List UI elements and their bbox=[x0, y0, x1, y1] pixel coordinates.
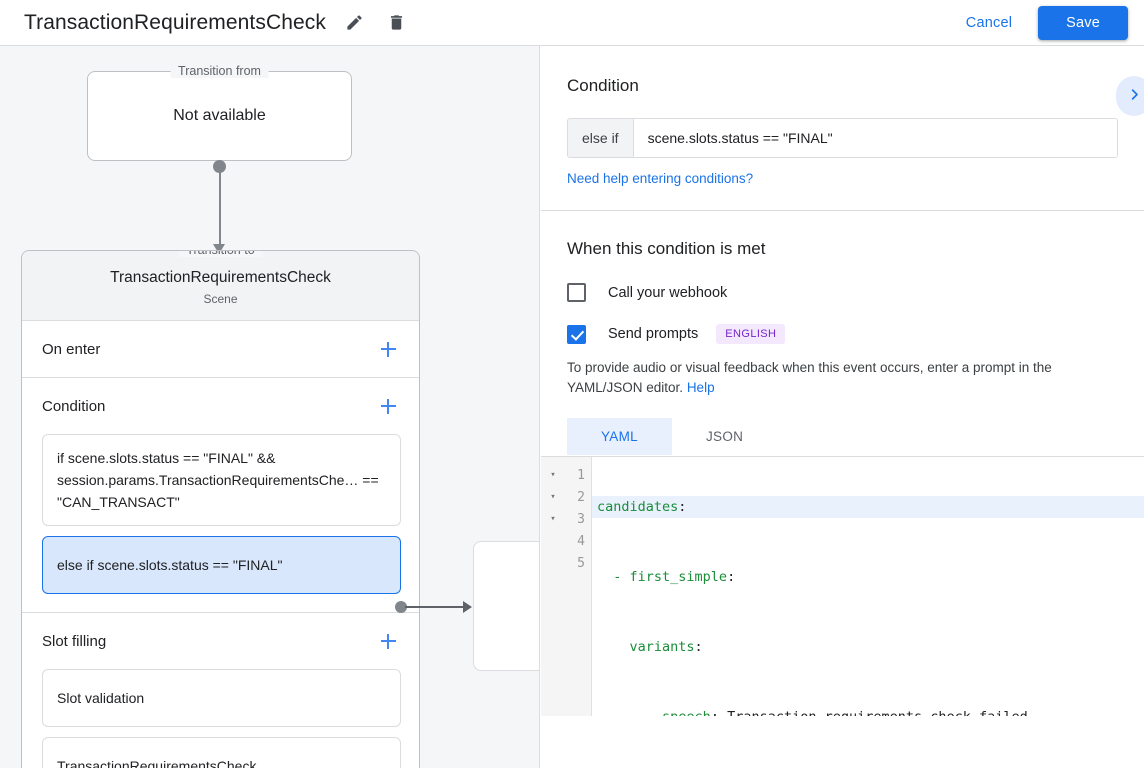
code-punct: : bbox=[711, 709, 719, 716]
code-punct: : bbox=[678, 499, 687, 515]
send-prompts-row[interactable]: Send prompts ENGLISH bbox=[567, 324, 1118, 344]
condition-prefix-label: else if bbox=[568, 119, 634, 157]
condition-item[interactable]: if scene.slots.status == "FINAL" && sess… bbox=[42, 434, 401, 526]
condition-block: Condition else if Need help entering con… bbox=[541, 46, 1144, 211]
pencil-icon bbox=[345, 13, 364, 32]
code-indent bbox=[597, 639, 630, 655]
plus-icon[interactable] bbox=[375, 336, 401, 362]
editor-code-area[interactable]: candidates: - first_simple: variants: - … bbox=[592, 457, 1144, 716]
code-key: candidates bbox=[597, 499, 679, 515]
code-punct: : bbox=[727, 569, 736, 585]
code-line: variants: bbox=[592, 636, 1144, 658]
transition-to-legend: Transition to bbox=[178, 251, 263, 257]
section-header-on-enter: On enter bbox=[42, 321, 401, 377]
gutter-line: 4 bbox=[541, 530, 591, 552]
code-indent bbox=[597, 569, 613, 585]
code-line: - first_simple: bbox=[592, 566, 1144, 588]
scene-graph-canvas[interactable]: Transition from Not available Transition… bbox=[0, 46, 540, 768]
gutter-line: ▾ 1 bbox=[541, 464, 591, 486]
fold-toggle-icon[interactable]: ▾ bbox=[550, 492, 556, 502]
send-prompts-checkbox[interactable] bbox=[567, 324, 586, 344]
condition-item-selected[interactable]: else if scene.slots.status == "FINAL" bbox=[42, 536, 401, 594]
scene-header: TransactionRequirementsCheck Scene bbox=[22, 251, 419, 321]
slot-filling-item[interactable]: Slot validation bbox=[42, 669, 401, 727]
scene-name: TransactionRequirementsCheck bbox=[110, 269, 331, 286]
webhook-row[interactable]: Call your webhook bbox=[567, 283, 1118, 302]
code-line: - speech: Transaction requirements check… bbox=[592, 706, 1144, 716]
section-header-condition: Condition bbox=[42, 378, 401, 434]
line-number: 5 bbox=[577, 555, 585, 571]
code-key: - speech bbox=[646, 709, 711, 716]
code-punct: : bbox=[694, 639, 703, 655]
code-key: variants bbox=[629, 639, 695, 655]
trash-icon bbox=[387, 13, 406, 32]
transition-to-card[interactable]: Transition to TransactionRequirementsChe… bbox=[21, 250, 420, 768]
page-title: TransactionRequirementsCheck bbox=[24, 10, 326, 34]
spacer bbox=[42, 604, 401, 612]
when-met-heading: When this condition is met bbox=[567, 239, 766, 258]
line-number: 2 bbox=[577, 489, 585, 505]
connector-arrow-right bbox=[463, 601, 472, 613]
section-condition: Condition if scene.slots.status == "FINA… bbox=[22, 378, 419, 613]
transition-from-value: Not available bbox=[173, 107, 266, 124]
delete-button[interactable] bbox=[382, 9, 410, 37]
send-prompts-label: Send prompts bbox=[608, 326, 699, 342]
add-on-enter-button[interactable] bbox=[375, 336, 401, 362]
add-slot-filling-button[interactable] bbox=[375, 628, 401, 654]
yaml-editor[interactable]: ▾ 1 ▾ 2 ▾ 3 4 5 bbox=[541, 456, 1144, 716]
next-node-card[interactable] bbox=[473, 541, 539, 671]
add-condition-button[interactable] bbox=[375, 393, 401, 419]
chevron-right-icon bbox=[1127, 87, 1142, 105]
condition-help-link[interactable]: Need help entering conditions? bbox=[567, 171, 754, 186]
prompts-description-text: To provide audio or visual feedback when… bbox=[567, 360, 1052, 395]
prompts-description: To provide audio or visual feedback when… bbox=[567, 358, 1118, 398]
when-condition-met-block: When this condition is met Call your web… bbox=[541, 211, 1144, 455]
connector-arrow-down bbox=[213, 244, 225, 254]
section-header-slot-filling: Slot filling bbox=[42, 613, 401, 669]
section-slot-filling: Slot filling Slot validation Transaction… bbox=[22, 613, 419, 768]
language-badge: ENGLISH bbox=[716, 324, 786, 344]
condition-input[interactable] bbox=[633, 119, 1117, 157]
section-title-condition: Condition bbox=[42, 397, 106, 415]
prompts-help-link[interactable]: Help bbox=[686, 380, 715, 395]
line-number: 1 bbox=[577, 467, 585, 483]
gutter-line: ▾ 2 bbox=[541, 486, 591, 508]
editor-gutter: ▾ 1 ▾ 2 ▾ 3 4 5 bbox=[541, 457, 592, 716]
code-indent bbox=[597, 709, 646, 716]
section-title-slot-filling: Slot filling bbox=[42, 632, 107, 650]
scene-type: Scene bbox=[203, 292, 238, 306]
expand-panel-button[interactable] bbox=[1116, 76, 1144, 116]
tab-json[interactable]: JSON bbox=[672, 418, 777, 455]
top-app-bar: TransactionRequirementsCheck Cancel Save bbox=[0, 0, 1144, 46]
edit-name-button[interactable] bbox=[340, 9, 368, 37]
cancel-button[interactable]: Cancel bbox=[954, 7, 1024, 39]
connector-line-horizontal bbox=[405, 606, 465, 608]
plus-icon[interactable] bbox=[375, 628, 401, 654]
gutter-line: ▾ 3 bbox=[541, 508, 591, 530]
line-number: 3 bbox=[577, 511, 585, 527]
connector-dot-right bbox=[395, 601, 407, 613]
fold-toggle-icon[interactable]: ▾ bbox=[550, 514, 556, 524]
plus-icon[interactable] bbox=[375, 393, 401, 419]
tab-yaml[interactable]: YAML bbox=[567, 418, 672, 455]
code-key: - first_simple bbox=[613, 569, 728, 585]
condition-field-row[interactable]: else if bbox=[567, 118, 1118, 158]
slot-filling-item[interactable]: TransactionRequirementsCheck bbox=[42, 737, 401, 768]
save-button[interactable]: Save bbox=[1038, 5, 1128, 40]
code-line: candidates: bbox=[592, 496, 1144, 518]
details-panel: Condition else if Need help entering con… bbox=[541, 46, 1144, 768]
code-value: Transaction requirements check failed bbox=[719, 709, 1028, 716]
call-webhook-checkbox[interactable] bbox=[567, 283, 586, 302]
condition-heading: Condition bbox=[567, 76, 639, 95]
transition-from-legend: Transition from bbox=[170, 64, 269, 78]
gutter-line: 5 bbox=[541, 552, 591, 574]
section-on-enter: On enter bbox=[22, 321, 419, 378]
transition-from-card[interactable]: Transition from Not available bbox=[87, 64, 352, 161]
connector-line-vertical bbox=[219, 166, 221, 246]
call-webhook-label: Call your webhook bbox=[608, 284, 728, 301]
section-title-on-enter: On enter bbox=[42, 340, 101, 358]
fold-toggle-icon[interactable]: ▾ bbox=[550, 470, 556, 480]
line-number: 4 bbox=[577, 533, 585, 549]
editor-format-tabs: YAML JSON bbox=[567, 418, 1118, 455]
